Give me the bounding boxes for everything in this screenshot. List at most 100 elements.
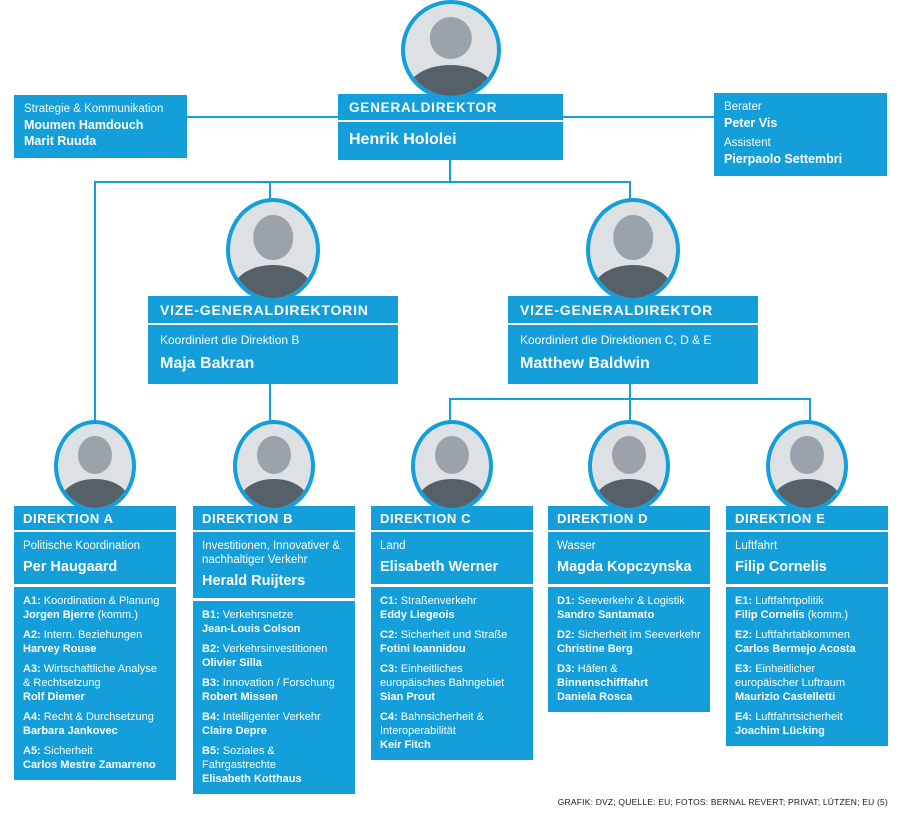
direktion-e-column: DIREKTION E Luftfahrt Filip Cornelis E1:… bbox=[726, 420, 888, 746]
unit-label: Luftfahrtsicherheit bbox=[755, 711, 843, 723]
direktion-title: DIREKTION A bbox=[14, 506, 176, 532]
unit-code: B3: bbox=[202, 677, 220, 689]
unit-entry: D3: Häfen & Binnenschifffahrt Daniela Ro… bbox=[557, 662, 701, 704]
connector-to-direktion-d bbox=[629, 398, 631, 440]
unit-head-name: Carlos Mestre Zamarreno bbox=[23, 759, 156, 771]
unit-code: B2: bbox=[202, 643, 220, 655]
connector-deputy1-down bbox=[269, 372, 271, 440]
unit-entry: C3: Einheitliches europäisches Bahngebie… bbox=[380, 662, 524, 704]
vize-generaldirektorin-group: VIZE-GENERALDIREKTORIN Koordiniert die D… bbox=[148, 198, 398, 384]
unit-entry: B5: Soziales & Fahrgastrechte Elisabeth … bbox=[202, 744, 346, 786]
direktion-field: Investitionen, Innovativer & nachhaltige… bbox=[202, 540, 341, 566]
unit-label: Koordination & Planung bbox=[43, 595, 160, 607]
unit-label: Intelligenter Verkehr bbox=[222, 711, 321, 723]
unit-code: D3: bbox=[557, 663, 575, 675]
direktion-head-box: Wasser Magda Kopczynska bbox=[548, 532, 710, 584]
direktion-field: Luftfahrt bbox=[735, 540, 778, 552]
vize-generaldirektorin-box: VIZE-GENERALDIREKTORIN Koordiniert die D… bbox=[148, 296, 398, 384]
unit-head-name: Carlos Bermejo Acosta bbox=[735, 643, 856, 655]
portrait-direktion-d bbox=[588, 420, 670, 512]
direktion-a-column: DIREKTION A Politische Koordination Per … bbox=[14, 420, 176, 780]
unit-label: Straßenverkehr bbox=[400, 595, 477, 607]
direktion-director: Filip Cornelis bbox=[735, 559, 827, 575]
unit-code: C3: bbox=[380, 663, 398, 675]
unit-head-name: Jean-Louis Colson bbox=[202, 623, 301, 635]
portrait-direktion-a bbox=[54, 420, 136, 512]
unit-entry: A3: Wirtschaftliche Analyse & Rechtsetzu… bbox=[23, 662, 167, 704]
unit-entry: E1: Luftfahrtpolitik Filip Cornelis (kom… bbox=[735, 594, 879, 622]
portrait-vize-generaldirektorin bbox=[226, 198, 320, 302]
unit-code: B1: bbox=[202, 609, 220, 621]
unit-head-name: Harvey Rouse bbox=[23, 643, 97, 655]
unit-label: Sicherheit bbox=[43, 745, 93, 757]
direktion-units: A1: Koordination & Planung Jorgen Bjerre… bbox=[14, 587, 176, 780]
unit-head-name: Filip Cornelis (komm.) bbox=[735, 609, 849, 621]
silhouette-shoulders-icon bbox=[239, 479, 309, 508]
direktion-director: Herald Ruijters bbox=[202, 573, 306, 589]
silhouette-head-icon bbox=[613, 215, 653, 260]
unit-code: E2: bbox=[735, 629, 753, 641]
deputy-subtitle: Koordiniert die Direktion B bbox=[160, 333, 300, 347]
portrait-direktion-c bbox=[411, 420, 493, 512]
unit-head-name: Joachim Lücking bbox=[735, 725, 825, 737]
unit-entry: A1: Koordination & Planung Jorgen Bjerre… bbox=[23, 594, 167, 622]
unit-head-name: Rolf Diemer bbox=[23, 691, 85, 703]
unit-head-name: Christine Berg bbox=[557, 643, 633, 655]
unit-label: Luftfahrtpolitik bbox=[755, 595, 824, 607]
silhouette-head-icon bbox=[429, 16, 472, 60]
deputy-name: Matthew Baldwin bbox=[520, 355, 650, 372]
direktion-units: B1: Verkehrsnetze Jean-Louis Colson B2: … bbox=[193, 601, 355, 794]
staff-box-berater: Berater Peter Vis Assistent Pierpaolo Se… bbox=[714, 93, 887, 176]
unit-head-name: Elisabeth Kotthaus bbox=[202, 773, 302, 785]
unit-entry: B3: Innovation / Forschung Robert Missen bbox=[202, 676, 346, 704]
staff-name: Marit Ruuda bbox=[24, 134, 97, 148]
unit-label-bold: Binnenschifffahrt bbox=[557, 677, 649, 689]
silhouette-head-icon bbox=[256, 435, 292, 475]
unit-code: B5: bbox=[202, 745, 220, 757]
direktion-field: Politische Koordination bbox=[23, 540, 140, 552]
silhouette-head-icon bbox=[434, 435, 470, 475]
unit-code: E4: bbox=[735, 711, 753, 723]
unit-entry: A5: Sicherheit Carlos Mestre Zamarreno bbox=[23, 744, 167, 772]
portrait-generaldirektor bbox=[400, 0, 501, 100]
unit-label: Sicherheit im Seeverkehr bbox=[577, 629, 701, 641]
direktion-b-column: DIREKTION B Investitionen, Innovativer &… bbox=[193, 420, 355, 794]
deputy-title: VIZE-GENERALDIREKTOR bbox=[508, 296, 758, 325]
direktion-director: Per Haugaard bbox=[23, 559, 118, 575]
portrait-direktion-e bbox=[766, 420, 848, 512]
silhouette-shoulders-icon bbox=[593, 265, 673, 298]
unit-head-name: Jorgen Bjerre (komm.) bbox=[23, 609, 138, 621]
unit-entry: A2: Intern. Beziehungen Harvey Rouse bbox=[23, 628, 167, 656]
unit-entry: D1: Seeverkehr & Logistik Sandro Santama… bbox=[557, 594, 701, 622]
staff-role: Assistent bbox=[724, 137, 771, 149]
unit-suffix: (komm.) bbox=[94, 609, 138, 621]
unit-code: A4: bbox=[23, 711, 41, 723]
unit-head-name: Claire Depre bbox=[202, 725, 267, 737]
deputy-title: VIZE-GENERALDIREKTORIN bbox=[148, 296, 398, 325]
staff-role: Berater bbox=[724, 101, 762, 113]
connector-gd-down bbox=[449, 150, 451, 183]
silhouette-shoulders-icon bbox=[408, 64, 493, 96]
unit-label: Innovation / Forschung bbox=[222, 677, 335, 689]
unit-suffix: (komm.) bbox=[804, 609, 849, 621]
unit-label: Verkehrsnetze bbox=[222, 609, 294, 621]
direktion-field: Land bbox=[380, 540, 406, 552]
unit-entry: C4: Bahnsicherheit & Interoperabilität K… bbox=[380, 710, 524, 752]
unit-label: Soziales & Fahrgastrechte bbox=[202, 745, 276, 771]
unit-code: C4: bbox=[380, 711, 398, 723]
direktion-field: Wasser bbox=[557, 540, 596, 552]
unit-code: D2: bbox=[557, 629, 575, 641]
direktion-d-column: DIREKTION D Wasser Magda Kopczynska D1: … bbox=[548, 420, 710, 712]
silhouette-shoulders-icon bbox=[60, 479, 130, 508]
unit-head-name: Olivier Silla bbox=[202, 657, 262, 669]
unit-entry: B4: Intelligenter Verkehr Claire Depre bbox=[202, 710, 346, 738]
unit-entry: E2: Luftfahrtabkommen Carlos Bermejo Aco… bbox=[735, 628, 879, 656]
unit-label: Sicherheit und Straße bbox=[400, 629, 508, 641]
staff-box-strategie: Strategie & Kommunikation Moumen Hamdouc… bbox=[14, 95, 187, 158]
silhouette-shoulders-icon bbox=[233, 265, 313, 298]
connector-gd-left-staff bbox=[186, 116, 338, 118]
unit-head-name: Sian Prout bbox=[380, 691, 436, 703]
unit-head-name: Eddy Liegeois bbox=[380, 609, 455, 621]
unit-label: Einheitliches europäisches Bahngebiet bbox=[380, 663, 505, 689]
deputy-name: Maja Bakran bbox=[160, 355, 255, 372]
